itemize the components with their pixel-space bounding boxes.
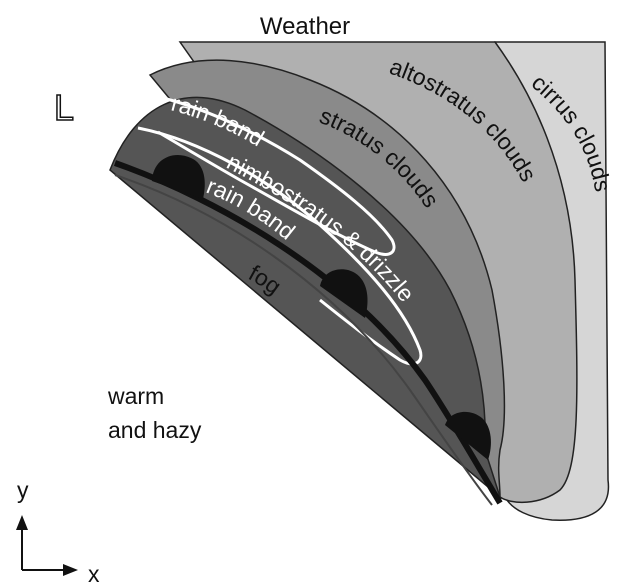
warm-front-line [114, 160, 503, 505]
x-arrowhead [63, 564, 78, 576]
diagram-title: Weather [260, 13, 350, 40]
fog-layer [114, 174, 493, 506]
warm-sector-line1: warm [107, 383, 164, 409]
upper-rain-band-outline [157, 96, 396, 256]
y-axis-label: y [17, 477, 29, 503]
warm-sector-line2: and hazy [108, 417, 202, 443]
axes-indicator: y x [16, 477, 100, 587]
nimbostratus-band [109, 96, 502, 500]
y-arrowhead [16, 515, 28, 530]
low-pressure-symbol: L [54, 87, 74, 128]
x-axis-label: x [88, 561, 100, 587]
front-semicircle-3 [445, 411, 491, 460]
lower-rain-band-outline [137, 126, 423, 366]
front-semicircle-1 [152, 154, 205, 199]
front-semicircle-2 [320, 269, 368, 318]
